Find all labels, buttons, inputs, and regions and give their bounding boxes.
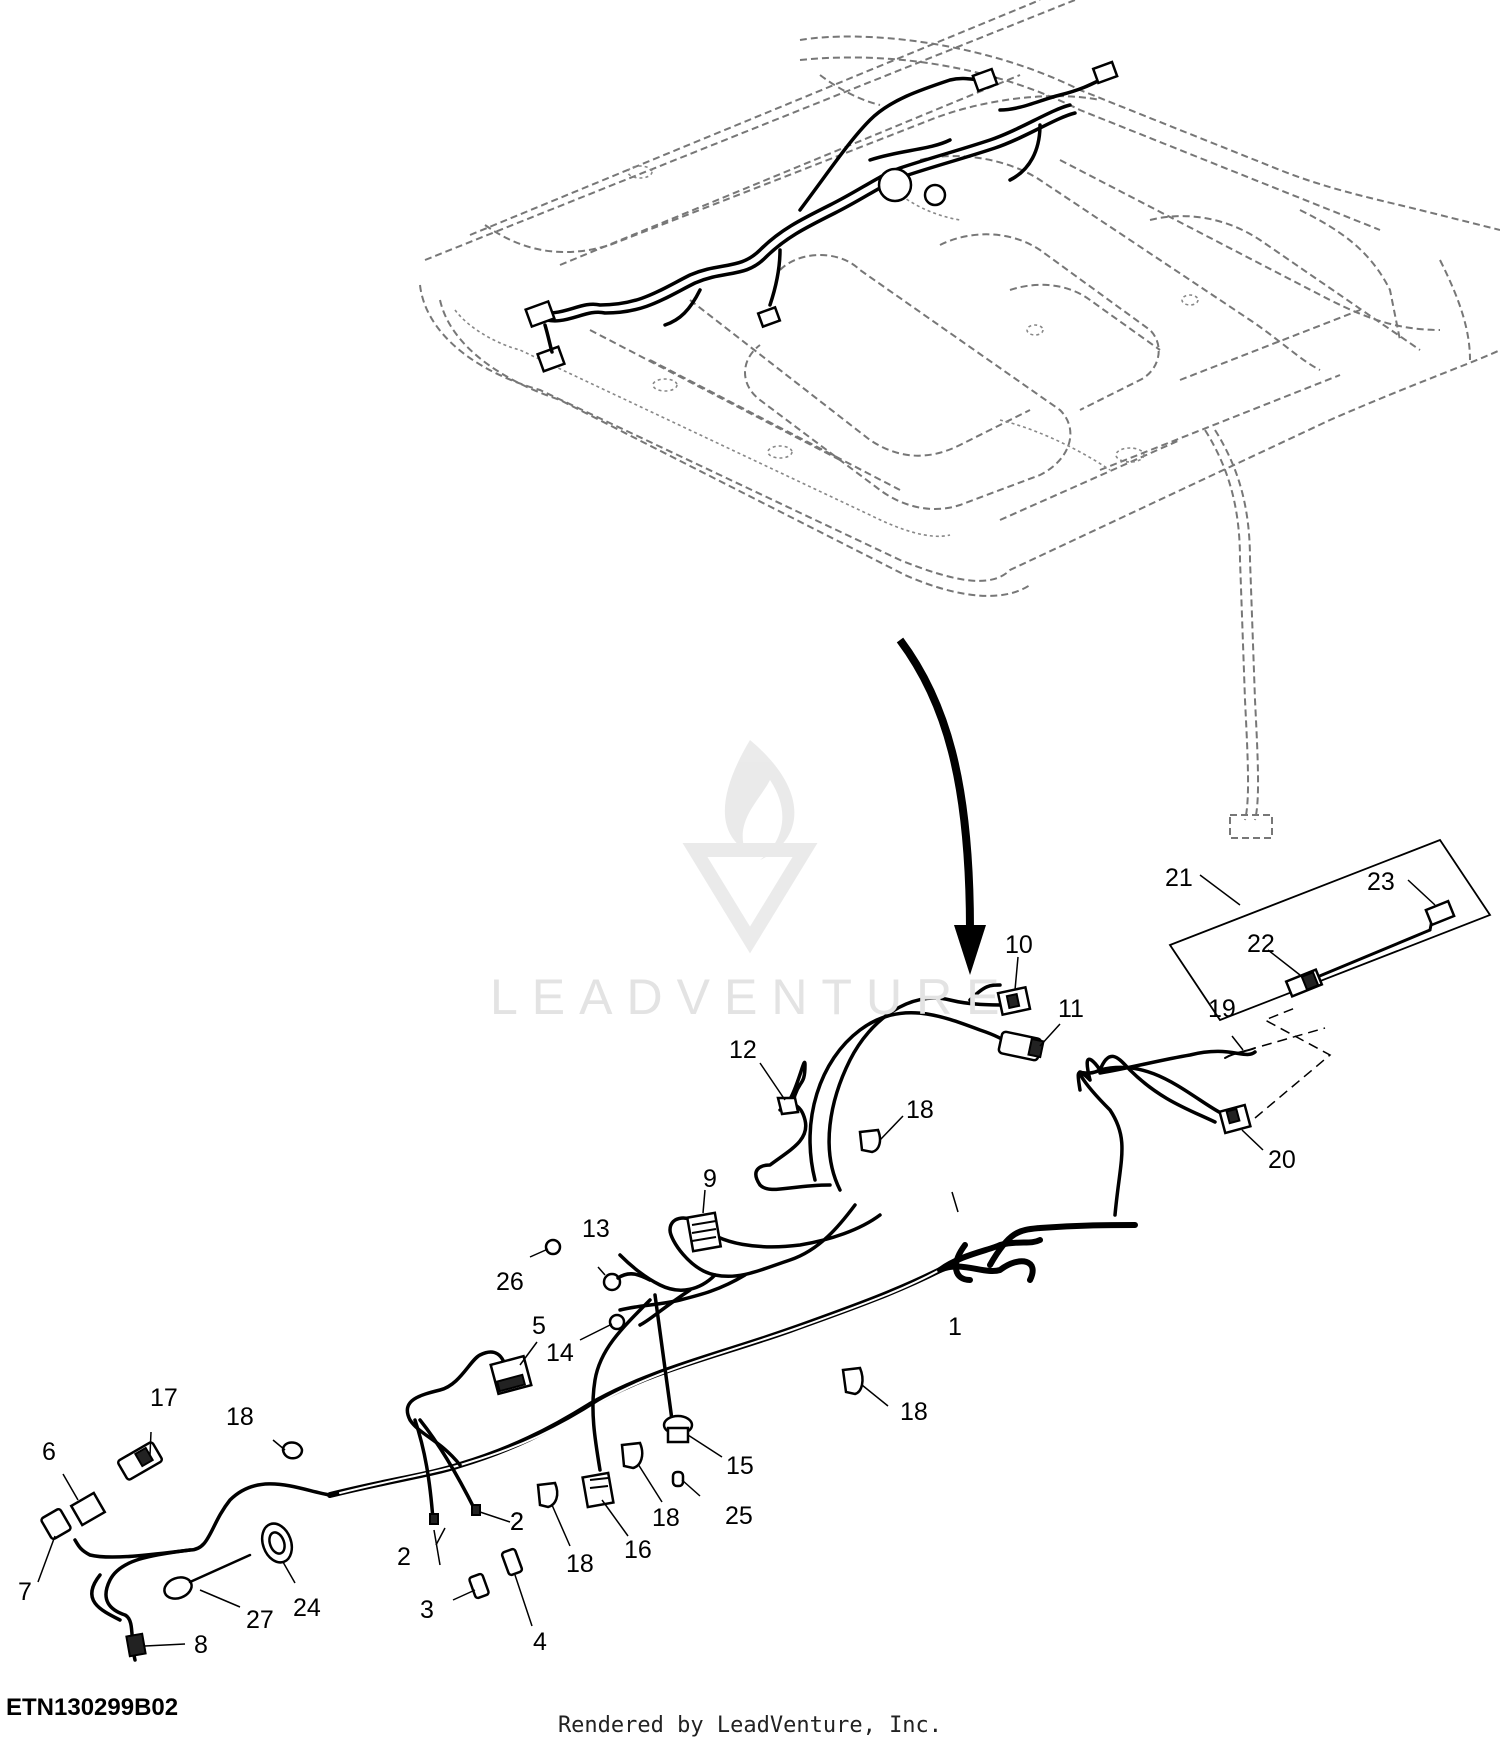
callout-25: 25 bbox=[725, 1502, 753, 1530]
vehicle-ghost-outline bbox=[419, 0, 1500, 839]
socket-15 bbox=[662, 1414, 694, 1444]
watermark-text: LEADVENTURE bbox=[490, 969, 1014, 1025]
clip-18-c bbox=[281, 1441, 304, 1460]
watermark-logo bbox=[682, 740, 818, 954]
components bbox=[40, 838, 1492, 1658]
callout-26: 26 bbox=[496, 1268, 524, 1296]
callout-22: 22 bbox=[1247, 930, 1275, 958]
callout-4: 4 bbox=[533, 1628, 547, 1656]
cable-tie-27 bbox=[163, 1553, 252, 1600]
callout-18-b: 18 bbox=[900, 1398, 928, 1426]
callout-24: 24 bbox=[293, 1594, 321, 1622]
callout-11: 11 bbox=[1058, 995, 1084, 1023]
nut-26 bbox=[544, 1238, 562, 1256]
callout-2-b: 2 bbox=[510, 1508, 524, 1536]
connector-20 bbox=[1218, 1103, 1252, 1135]
callout-20: 20 bbox=[1268, 1146, 1296, 1174]
callout-2-a: 2 bbox=[397, 1543, 411, 1571]
callout-8: 8 bbox=[194, 1631, 208, 1659]
callout-10: 10 bbox=[1005, 931, 1033, 959]
callout-23: 23 bbox=[1367, 868, 1395, 896]
callout-19: 19 bbox=[1208, 995, 1236, 1023]
callout-18-a: 18 bbox=[906, 1096, 934, 1124]
connector-23 bbox=[1424, 899, 1456, 927]
main-harness bbox=[73, 983, 1257, 1662]
callout-3: 3 bbox=[420, 1596, 434, 1624]
bulb-25 bbox=[671, 1470, 685, 1488]
kit-box-21 bbox=[1168, 838, 1492, 1022]
seal-4 bbox=[500, 1547, 524, 1577]
callout-5: 5 bbox=[532, 1312, 546, 1340]
clip-18-e bbox=[620, 1441, 644, 1470]
callout-14: 14 bbox=[546, 1339, 574, 1367]
connector-5 bbox=[489, 1354, 533, 1396]
callout-18-c: 18 bbox=[226, 1403, 254, 1431]
connector-6 bbox=[69, 1491, 107, 1527]
clip-12 bbox=[776, 1096, 800, 1116]
callout-12: 12 bbox=[729, 1036, 757, 1064]
terminal-2-b bbox=[471, 1504, 481, 1516]
callout-27: 27 bbox=[246, 1606, 274, 1634]
callout-6: 6 bbox=[42, 1438, 56, 1466]
clip-18-a bbox=[858, 1128, 882, 1154]
callout-18-e: 18 bbox=[652, 1504, 680, 1532]
connector-10 bbox=[996, 985, 1032, 1017]
callout-2-c: 2 bbox=[510, 1508, 524, 1536]
callout-9: 9 bbox=[703, 1165, 717, 1193]
installed-harness bbox=[524, 60, 1119, 373]
clip-18-d bbox=[536, 1481, 559, 1509]
seal-3 bbox=[468, 1572, 490, 1600]
relay-9 bbox=[685, 1211, 723, 1253]
callout-21: 21 bbox=[1165, 864, 1193, 892]
callout-15: 15 bbox=[726, 1452, 754, 1480]
render-credit: Rendered by LeadVenture, Inc. bbox=[557, 1713, 943, 1738]
terminal-2-a bbox=[429, 1513, 439, 1525]
connector-7 bbox=[40, 1507, 72, 1541]
connector-17 bbox=[117, 1441, 163, 1481]
callout-13: 13 bbox=[582, 1215, 610, 1243]
figure-id: ETN130299B02 bbox=[6, 1694, 179, 1721]
callout-17: 17 bbox=[150, 1384, 178, 1412]
callouts: 1 2 2 2 3 4 5 6 7 8 9 10 11 12 13 14 15 … bbox=[18, 864, 1395, 1659]
grommet-24 bbox=[260, 1522, 294, 1564]
wire-end-19 bbox=[1224, 1047, 1256, 1059]
callout-7: 7 bbox=[18, 1578, 32, 1606]
callout-18-d: 18 bbox=[566, 1550, 594, 1578]
callout-1: 1 bbox=[948, 1313, 962, 1341]
connector-8 bbox=[125, 1632, 147, 1658]
leader-lines bbox=[37, 874, 1436, 1647]
ring-terminal-13 bbox=[602, 1272, 652, 1292]
assembly-arrow bbox=[896, 637, 986, 975]
ring-terminal-14 bbox=[608, 1313, 626, 1331]
connector-11 bbox=[997, 1030, 1045, 1062]
callout-16: 16 bbox=[624, 1536, 652, 1564]
connector-16 bbox=[581, 1471, 615, 1509]
clip-18-b bbox=[841, 1366, 864, 1396]
